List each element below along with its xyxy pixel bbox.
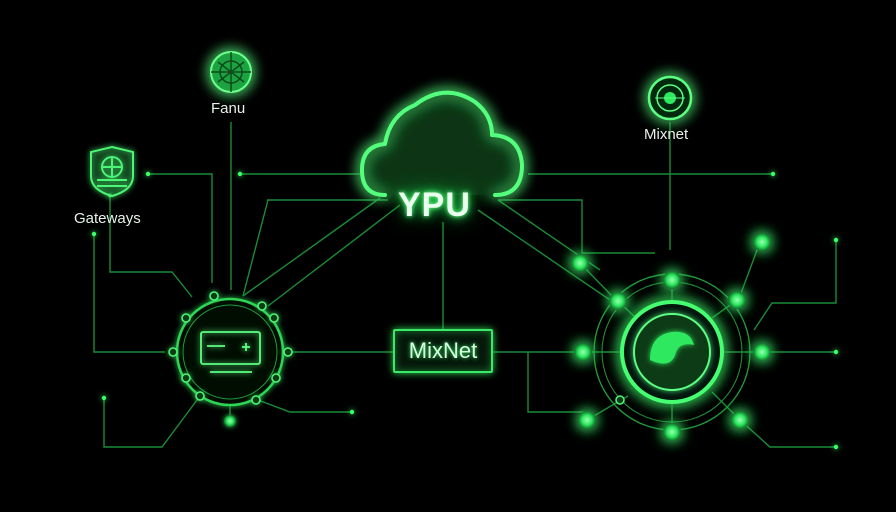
hub-ring-nodes <box>168 291 293 405</box>
cloud-label: YPU <box>398 186 471 224</box>
mixnet-center-label: MixNet <box>408 338 478 363</box>
satellite-nodes <box>571 233 771 441</box>
gateway-shield-icon <box>90 145 134 198</box>
target-hub <box>571 233 771 441</box>
fanu-label: Fanu <box>211 100 246 117</box>
line-end-dots <box>91 171 839 450</box>
leaf-node-icon <box>224 415 236 427</box>
monitor-icon <box>200 331 261 373</box>
connection-lines <box>93 122 837 448</box>
mixnet-top-label: Mixnet <box>644 126 689 143</box>
monitor-hub <box>168 291 293 427</box>
mixnet-box: MixNet <box>393 329 493 373</box>
globe-icon <box>210 51 252 93</box>
target-icon <box>647 75 693 121</box>
cloud-icon <box>360 90 524 197</box>
gateways-label: Gateways <box>74 210 141 227</box>
